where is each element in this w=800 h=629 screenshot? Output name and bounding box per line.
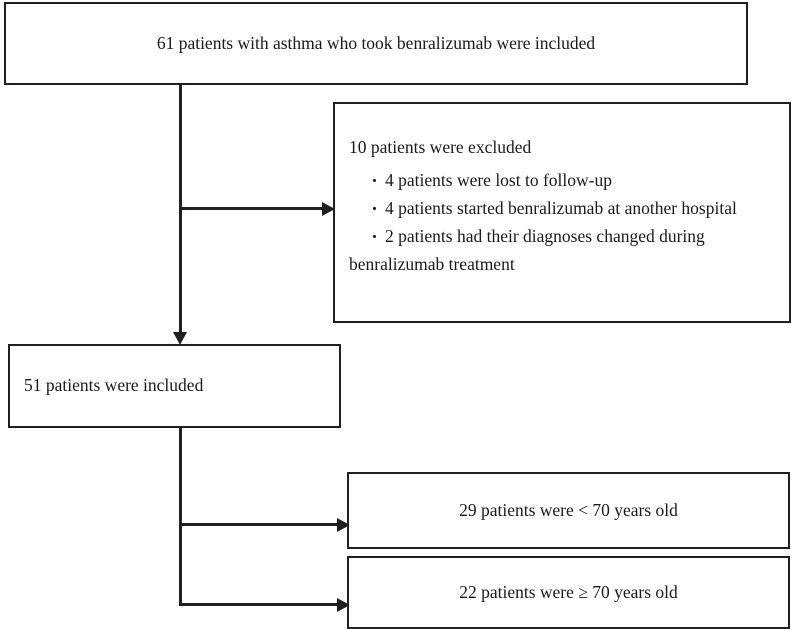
node-over70-label: 22 patients were ≥ 70 years old	[459, 581, 678, 602]
node-excluded: 10 patients were excluded ・4 patients we…	[333, 102, 791, 323]
exclusion-item-3-label: 2 patients had their diagnoses changed d…	[385, 226, 705, 247]
exclusion-item-1: ・4 patients were lost to follow-up	[349, 166, 777, 194]
arrowhead-to-included-icon	[173, 332, 187, 345]
bullet-dot-icon: ・	[367, 173, 383, 190]
exclusion-item-2-label: 4 patients started benralizumab at anoth…	[385, 197, 737, 218]
connector-branch-to-excluded	[180, 207, 328, 210]
connector-included-to-agegroups	[179, 427, 182, 606]
bullet-dot-icon: ・	[367, 230, 383, 247]
arrowhead-to-excluded-icon	[322, 202, 335, 216]
arrowhead-to-over70-icon	[337, 598, 350, 612]
node-under70: 29 patients were < 70 years old	[347, 472, 790, 549]
exclusion-item-3: ・2 patients had their diagnoses changed …	[349, 222, 777, 250]
node-under70-label: 29 patients were < 70 years old	[459, 499, 678, 520]
exclusion-item-3-continuation: benralizumab treatment	[349, 253, 515, 274]
node-included-label: 51 patients were included	[24, 375, 204, 396]
connector-enrolled-to-included	[179, 84, 182, 338]
connector-branch-to-under70	[180, 523, 343, 526]
connector-branch-to-over70	[180, 603, 343, 606]
node-enrolled: 61 patients with asthma who took benrali…	[4, 2, 748, 85]
node-enrolled-label: 61 patients with asthma who took benrali…	[156, 32, 596, 53]
exclusion-item-1-label: 4 patients were lost to follow-up	[385, 169, 612, 190]
bullet-dot-icon: ・	[367, 201, 383, 218]
node-over70: 22 patients were ≥ 70 years old	[347, 556, 790, 629]
node-included: 51 patients were included	[8, 344, 341, 428]
node-excluded-heading: 10 patients were excluded	[349, 137, 532, 157]
exclusion-item-2: ・4 patients started benralizumab at anot…	[349, 194, 777, 222]
arrowhead-to-under70-icon	[337, 518, 350, 532]
